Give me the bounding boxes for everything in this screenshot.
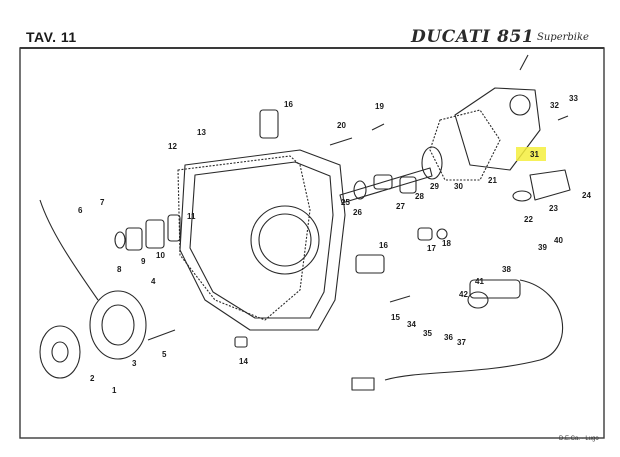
- cover-gasket: [177, 155, 311, 321]
- callout-5: 5: [162, 350, 167, 359]
- bolt-15: [389, 295, 411, 303]
- callout-38: 38: [502, 265, 511, 274]
- gear-9: [125, 227, 143, 251]
- callout-11: 11: [187, 212, 196, 221]
- brand-subtitle: Superbike: [537, 32, 589, 43]
- stator: [89, 290, 147, 360]
- callout-2: 2: [90, 374, 95, 383]
- diagram-frame: [19, 47, 605, 439]
- plate-number: TAV. 11: [26, 29, 77, 45]
- callout-32: 32: [550, 101, 559, 110]
- callout-42: 42: [459, 290, 468, 299]
- flywheel-rotor: [39, 325, 81, 379]
- callout-16: 16: [284, 100, 293, 109]
- callout-8: 8: [117, 265, 122, 274]
- callout-27: 27: [396, 202, 405, 211]
- callout-36: 36: [444, 333, 453, 342]
- callout-28: 28: [415, 192, 424, 201]
- callout-13: 13: [197, 128, 206, 137]
- pump-port: [509, 94, 531, 116]
- stator-inner: [101, 304, 135, 346]
- callout-34: 34: [407, 320, 416, 329]
- bolt-5: [147, 329, 176, 341]
- sensor-cable: [384, 279, 563, 381]
- callout-31: 31: [530, 150, 539, 159]
- callout-19: 19: [375, 102, 384, 111]
- callout-24: 24: [582, 191, 591, 200]
- spacer-17: [417, 227, 433, 241]
- crankcase-cover-inner: [189, 161, 334, 319]
- callout-7: 7: [100, 198, 105, 207]
- crankcase-cover: [179, 149, 346, 331]
- callout-12: 12: [168, 142, 177, 151]
- callout-3: 3: [132, 359, 137, 368]
- callout-17: 17: [427, 244, 436, 253]
- callout-40: 40: [554, 236, 563, 245]
- bolt-14: [234, 336, 248, 348]
- seal-25: [353, 180, 367, 200]
- o-ring-22: [512, 190, 532, 202]
- harness-connector: [351, 377, 375, 391]
- callout-21: 21: [488, 176, 497, 185]
- dowel-16-upper: [259, 109, 279, 139]
- callout-4: 4: [151, 277, 156, 286]
- bolt-19: [371, 123, 385, 131]
- washer-18: [436, 228, 448, 240]
- impeller: [421, 146, 443, 180]
- draftsman-credit: D.E.Ca. - Lugo: [559, 436, 599, 442]
- pump-shaft: [339, 167, 433, 204]
- bearing-28: [399, 176, 417, 194]
- water-pump-gasket: [429, 109, 501, 181]
- sensor-flange-41: [467, 291, 489, 309]
- callout-26: 26: [353, 208, 362, 217]
- brand-logo-text: DUCATI 851: [411, 27, 535, 47]
- callout-20: 20: [337, 121, 346, 130]
- callout-25: 25: [341, 198, 350, 207]
- callout-9: 9: [141, 257, 146, 266]
- callout-16: 16: [379, 241, 388, 250]
- stator-wiring: [39, 199, 99, 301]
- callout-29: 29: [430, 182, 439, 191]
- dowel-16-lower: [355, 254, 385, 274]
- bearing-27: [373, 174, 393, 190]
- callout-1: 1: [112, 386, 117, 395]
- bearing-bore: [250, 205, 320, 275]
- washer-8: [114, 231, 126, 249]
- flywheel-rotor-hub: [51, 341, 69, 363]
- callout-39: 39: [538, 243, 547, 252]
- callout-33: 33: [569, 94, 578, 103]
- callout-30: 30: [454, 182, 463, 191]
- callout-41: 41: [475, 277, 484, 286]
- bolt-33: [557, 115, 569, 121]
- bolt-18: [519, 54, 529, 71]
- gear-11: [167, 214, 181, 242]
- bearing-bore-inner: [258, 213, 312, 267]
- callout-35: 35: [423, 329, 432, 338]
- bolt-20: [329, 137, 353, 146]
- callout-18: 18: [442, 239, 451, 248]
- callout-15: 15: [391, 313, 400, 322]
- callout-37: 37: [457, 338, 466, 347]
- gear-10: [145, 219, 165, 249]
- callout-6: 6: [78, 206, 83, 215]
- pump-flange: [529, 169, 571, 201]
- callout-22: 22: [524, 215, 533, 224]
- callout-23: 23: [549, 204, 558, 213]
- callout-31-highlight: [516, 147, 546, 161]
- callout-10: 10: [156, 251, 165, 260]
- callout-14: 14: [239, 357, 248, 366]
- sensor-body-38: [469, 279, 521, 299]
- water-pump-body: [454, 87, 541, 171]
